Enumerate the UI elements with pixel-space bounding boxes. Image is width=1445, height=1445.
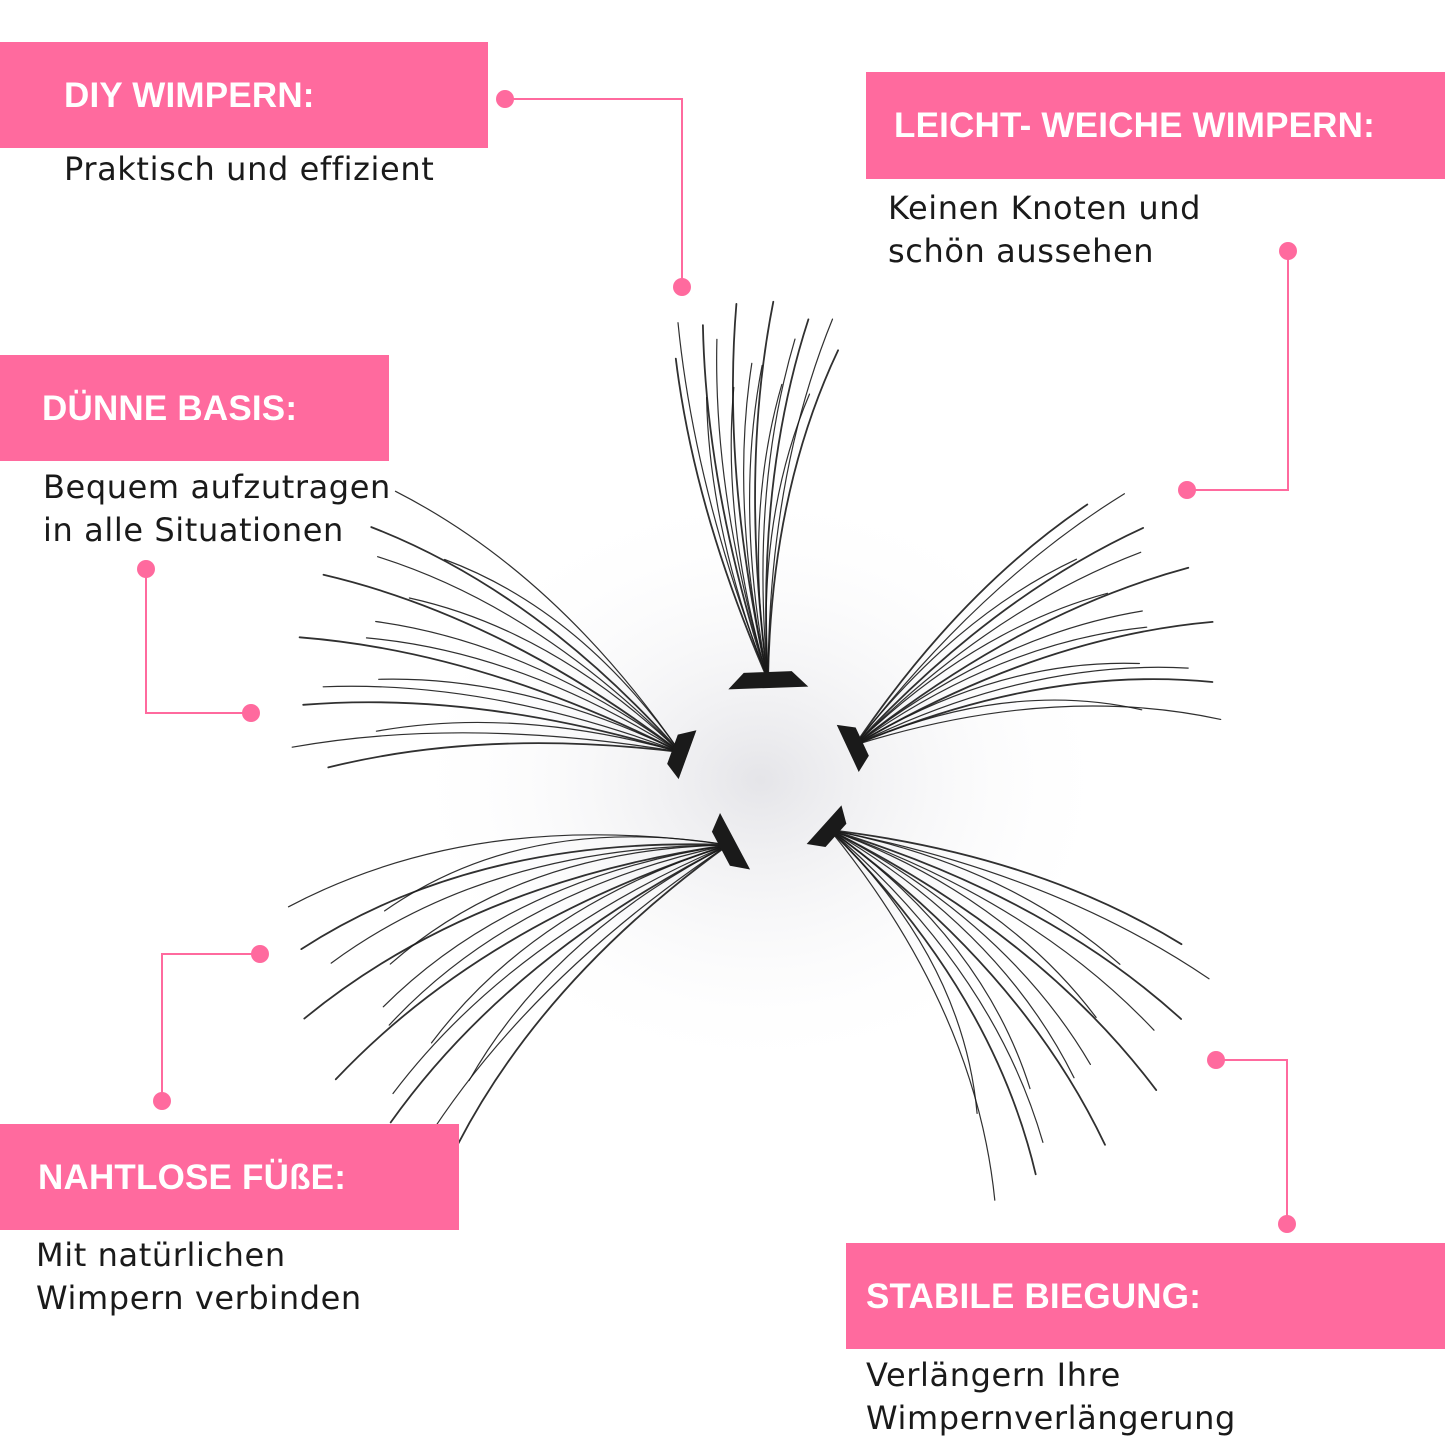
feature-title-diy: DIY WIMPERN:	[0, 42, 488, 148]
connector-dot	[137, 560, 155, 578]
connector-diy	[496, 90, 691, 296]
connector-dot	[1279, 242, 1297, 260]
connector-dot	[153, 1092, 171, 1110]
feature-desc-biegung: Verlängern Ihre Wimpernverlängerung	[866, 1356, 1236, 1437]
lash-cluster-bottom-left-base	[711, 812, 751, 870]
feature-title-basis: DÜNNE BASIS:	[0, 355, 389, 461]
feature-desc-leicht: Keinen Knoten und schön aussehen	[888, 189, 1201, 270]
lash-cluster-top	[674, 300, 839, 690]
connector-dot	[496, 90, 514, 108]
connector-dot	[1178, 481, 1196, 499]
connector-dot	[251, 945, 269, 963]
lash-cluster-right-base	[836, 724, 869, 772]
feature-desc-fuesse: Mit natürlichen Wimpern verbinden	[36, 1236, 362, 1317]
lash-cluster-left	[291, 490, 697, 780]
connector-dot	[1278, 1215, 1296, 1233]
connector-leicht	[1178, 242, 1297, 499]
feature-desc-diy: Praktisch und effizient	[64, 150, 435, 188]
connector-dot	[242, 704, 260, 722]
feature-desc-basis: Bequem aufzutragen in alle Situationen	[43, 468, 391, 549]
feature-title-fuesse: NAHTLOSE FÜßE:	[0, 1124, 459, 1230]
lash-cluster-bottom-right	[806, 805, 1210, 1201]
connector-biegung	[1207, 1051, 1296, 1233]
connector-fuesse	[153, 945, 269, 1110]
lash-cluster-bottom-right-base	[806, 805, 847, 847]
connector-basis	[137, 560, 260, 722]
feature-title-leicht: LEICHT- WEICHE WIMPERN:	[866, 72, 1445, 179]
lash-cluster-bottom-left	[287, 812, 751, 1162]
lash-cluster-left-base	[667, 730, 697, 780]
feature-title-biegung: STABILE BIEGUNG:	[846, 1243, 1445, 1349]
connector-dot	[1207, 1051, 1225, 1069]
lash-cluster-right	[836, 493, 1222, 772]
connector-dot	[673, 278, 691, 296]
lash-cluster-top-base	[728, 671, 809, 690]
